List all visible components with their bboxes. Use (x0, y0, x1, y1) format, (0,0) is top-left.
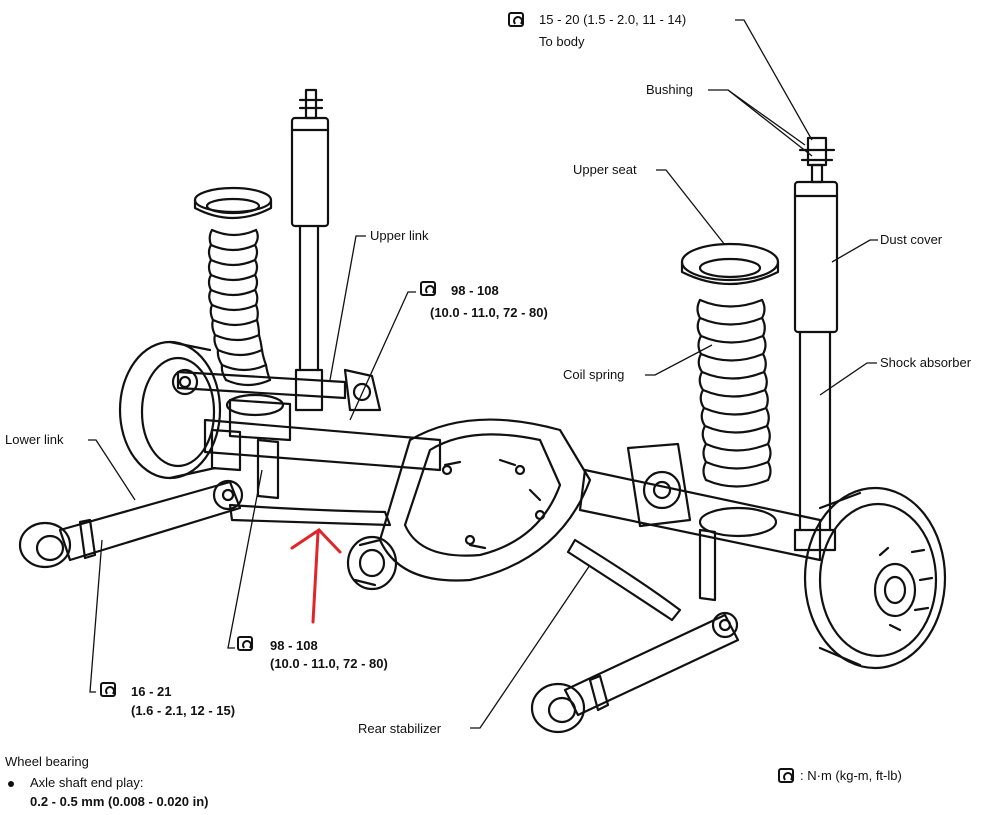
right-brake-drum (803, 486, 947, 670)
axle-housing (203, 398, 822, 602)
label-coil-spring: Coil spring (563, 367, 625, 382)
label-upper-seat: Upper seat (573, 162, 637, 177)
unit-legend: : N·m (kg-m, ft-lb) (800, 768, 902, 783)
axle-end-play-label: Axle shaft end play: (30, 775, 144, 790)
torque-top-value: 15 - 20 (1.5 - 2.0, 11 - 14) (539, 12, 687, 27)
label-lower-link: Lower link (5, 432, 64, 447)
label-bushing: Bushing (646, 82, 693, 97)
red-arrow-icon (290, 528, 342, 624)
torque-left-value-2: (1.6 - 2.1, 12 - 15) (131, 703, 236, 718)
torque-wrench-icon (778, 768, 794, 783)
left-coil-spring (193, 186, 285, 417)
torque-upper-value-2: (10.0 - 11.0, 72 - 80) (430, 305, 548, 320)
left-shock-absorber (290, 88, 330, 412)
right-coil-spring (680, 242, 780, 538)
left-brake-drum (118, 340, 222, 480)
label-upper-link: Upper link (370, 228, 429, 243)
torque-upper-value-1: 98 - 108 (451, 283, 499, 298)
rear-stabilizer (228, 503, 682, 622)
torque-left-value-1: 16 - 21 (131, 684, 172, 699)
wheel-bearing-title: Wheel bearing (5, 754, 89, 769)
lower-link (18, 479, 244, 569)
right-lower-link (530, 611, 740, 734)
torque-lower-value-1: 98 - 108 (270, 638, 318, 653)
label-shock-absorber: Shock absorber (880, 355, 972, 370)
label-rear-stabilizer: Rear stabilizer (358, 721, 442, 736)
axle-end-play-value: 0.2 - 0.5 mm (0.008 - 0.020 in) (30, 794, 209, 809)
torque-wrench-icon (420, 281, 436, 296)
torque-top-note: To body (539, 34, 585, 49)
upper-link (171, 368, 382, 412)
torque-wrench-icon (237, 636, 253, 651)
torque-lower-value-2: (10.0 - 11.0, 72 - 80) (270, 656, 388, 671)
leader-lines (88, 19, 878, 729)
bullet-icon (8, 781, 14, 787)
torque-wrench-icon (508, 12, 524, 27)
label-dust-cover: Dust cover (880, 232, 943, 247)
torque-wrench-icon (100, 682, 116, 697)
right-upper-bracket (626, 442, 692, 528)
right-shock-absorber (793, 136, 839, 552)
